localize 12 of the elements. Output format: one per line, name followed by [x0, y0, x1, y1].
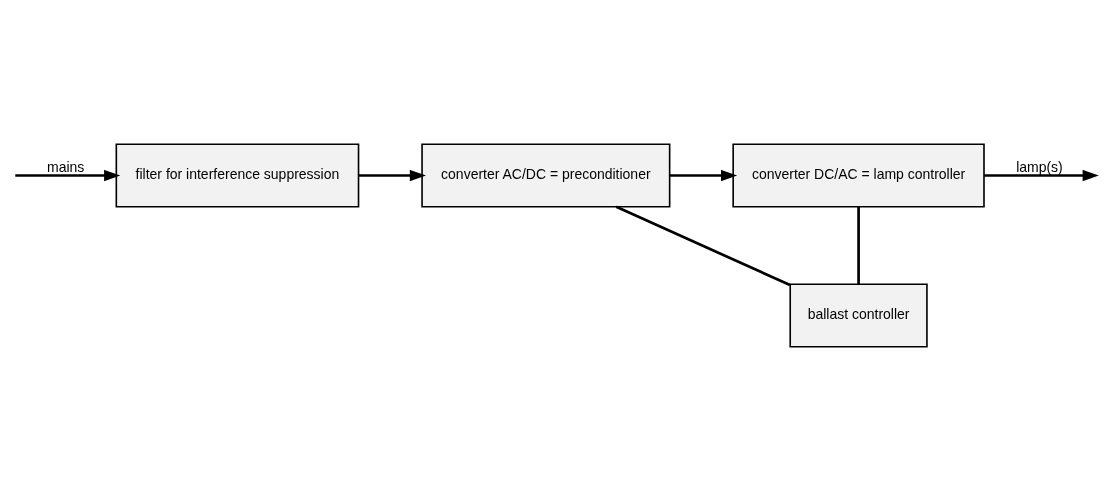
connector	[857, 206, 860, 285]
arrow	[984, 169, 1099, 182]
node-box: ballast controller	[789, 283, 928, 348]
edge-label: mains	[47, 158, 85, 175]
node-box: filter for interference suppression	[115, 143, 360, 208]
arrow	[358, 169, 426, 182]
arrow	[15, 169, 121, 182]
connector	[615, 205, 791, 287]
node-box: converter AC/DC = preconditioner	[421, 143, 671, 208]
edge-label: lamp(s)	[1016, 158, 1063, 175]
arrow	[669, 169, 738, 182]
node-box: converter DC/AC = lamp controller	[732, 143, 985, 208]
